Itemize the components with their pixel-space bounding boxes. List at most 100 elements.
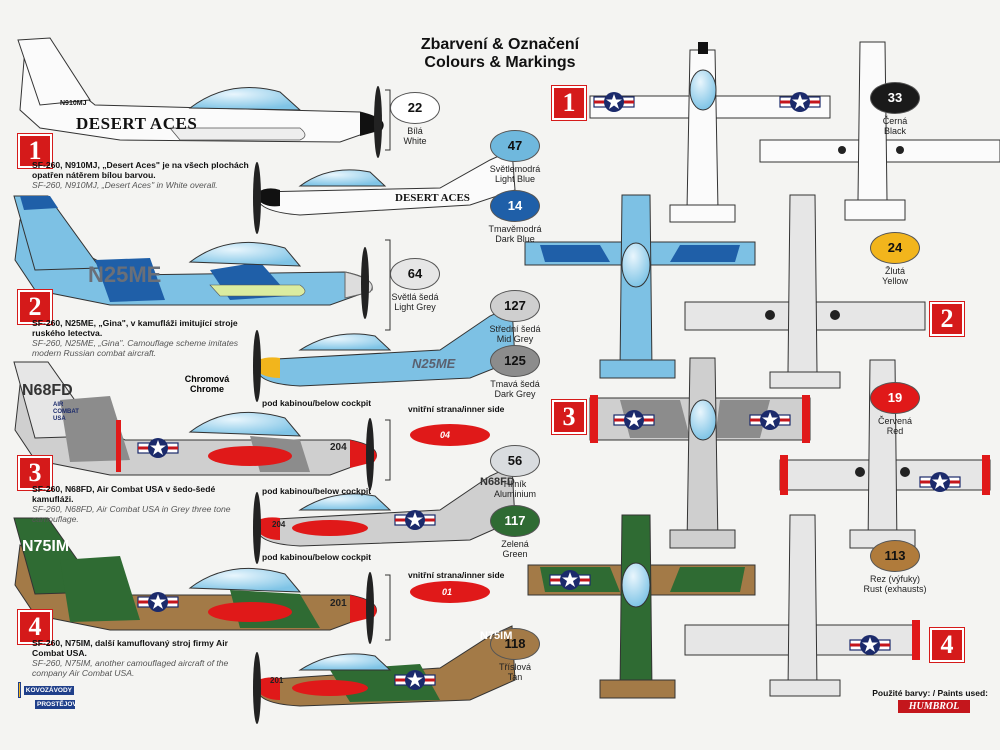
paint-chip: 22 [390, 92, 440, 124]
paints-used-label: Použité barvy: / Paints used: [872, 688, 988, 698]
nickname-desert-aces-small: DESERT ACES [395, 192, 470, 204]
paint-name-english: Light Grey [394, 302, 436, 312]
nickname-desert-aces: DESERT ACES [76, 114, 198, 133]
scheme-marker-2: 2 [17, 289, 53, 325]
registration-4: N75IM [22, 538, 70, 555]
paint-name-english: Aluminium [493, 489, 536, 499]
description-scheme-4: SF-260, N75IM, další kamuflovaný stroj f… [32, 638, 247, 678]
paint-chip: 113 [870, 540, 920, 572]
scheme-marker-top-1: 1 [551, 85, 587, 121]
description-english: SF-260, N75IM, another camouflaged aircr… [32, 658, 229, 678]
scheme-marker-4: 4 [17, 609, 53, 645]
paint-name-czech: Červená [877, 416, 913, 426]
company-name-line2: PROSTĚJOV [35, 700, 77, 709]
top-view-3 [589, 357, 811, 549]
registration-2-small: N25ME [412, 356, 456, 371]
scheme-marker-top-2: 2 [929, 301, 965, 337]
below-cockpit-label-3: pod kabinou/below cockpit [262, 398, 372, 408]
paint-chip: 118 [490, 628, 540, 660]
paint-name-czech: Světlá šedá [391, 292, 439, 302]
tank-label-3: 04 [440, 430, 451, 440]
paint-name-english: Rust (exhausts) [863, 584, 927, 594]
paint-name-czech: Střední šedá [489, 324, 541, 334]
top-view-1 [589, 42, 831, 223]
paint-name-english: Mid Grey [496, 334, 534, 344]
paint-name-english: Black [883, 126, 906, 136]
title-czech: Zbarvení & Označení [420, 36, 580, 53]
description-czech: SF-260, N25ME, „Gina", v kamufláži imitu… [32, 318, 238, 338]
marker-number: 4 [28, 612, 42, 641]
kovozavody-logo: KOVOZÁVODY PROSTĚJOV [18, 682, 77, 709]
paint-name-english: Green [502, 549, 528, 559]
paint-name-czech: Bílá [407, 126, 423, 136]
paint-chip: 127 [490, 290, 540, 322]
description-czech: SF-260, N68FD, Air Combat USA v šedo-šed… [32, 484, 216, 504]
paint-chip: 47 [490, 130, 540, 162]
description-english: SF-260, N25ME, „Gina". Camouflage scheme… [32, 338, 239, 358]
side-view-2 [13, 195, 373, 319]
side-view-4-small [253, 625, 516, 724]
tank-label-4: 01 [442, 587, 453, 597]
description-czech: SF-260, N75IM, další kamuflovaný stroj f… [32, 638, 228, 658]
description-english: SF-260, N68FD, Air Combat USA in Grey th… [32, 504, 231, 524]
paint-name-english: Dark Grey [494, 389, 536, 399]
marker-number: 2 [940, 304, 954, 333]
fuselage-number-4: 201 [330, 598, 347, 609]
side-view-1 [17, 37, 384, 158]
registration-2: N25ME [88, 262, 162, 287]
title-english: Colours & Markings [424, 54, 576, 71]
bottom-view-2 [684, 194, 926, 389]
paint-name-english: Red [886, 426, 904, 436]
paint-name-czech: Tmavá šedá [490, 379, 540, 389]
side-view-3 [13, 361, 377, 490]
marker-number: 3 [28, 458, 42, 487]
scheme-marker-1: 1 [17, 133, 53, 169]
paint-name-english: Light Blue [494, 174, 536, 184]
paint-name-czech: Hliník [503, 479, 527, 489]
side-view-4 [13, 517, 377, 644]
paint-chip: 33 [870, 82, 920, 114]
paint-name-czech: Tmavěmodrá [488, 224, 542, 234]
paint-name-czech: Zelená [501, 539, 529, 549]
chrome-label: Chromová Chrome [184, 374, 230, 394]
side-view-2-small [253, 305, 516, 402]
paint-name-english: Tan [507, 672, 523, 682]
paint-chip: 125 [490, 345, 540, 377]
tail-text-air-combat: AIR COMBAT USA [53, 402, 79, 422]
inner-side-label-4: vnitřní strana/inner side [408, 570, 505, 580]
below-cockpit-label-3b: pod kabinou/below cockpit [262, 486, 372, 496]
logo-mark-icon [18, 682, 21, 698]
paint-name-czech: Černá [882, 116, 908, 126]
marker-number: 4 [940, 630, 954, 659]
paint-chip: 117 [490, 505, 540, 537]
paint-chip: 19 [870, 382, 920, 414]
paint-chip: 64 [390, 258, 440, 290]
paint-name-czech: Rez (výfuky) [869, 574, 920, 584]
top-view-2 [524, 194, 756, 379]
paint-chip: 14 [490, 190, 540, 222]
paint-name-czech: Světlemodrá [489, 164, 541, 174]
paint-name-english: Dark Blue [495, 234, 535, 244]
registration-3-small: N68FD [480, 476, 515, 488]
marker-number: 1 [562, 88, 576, 117]
bottom-view-1 [759, 41, 1000, 221]
page-title: Zbarvení & Označení Colours & Markings [380, 36, 620, 72]
humbrol-logo: HUMBROL [898, 700, 970, 713]
company-name-line1: KOVOZÁVODY [23, 685, 74, 695]
description-scheme-1: SF-260, N910MJ, „Desert Aces" je na všec… [32, 160, 257, 190]
side-view-3-small [253, 465, 516, 564]
paint-name-czech: Tříslová [498, 662, 531, 672]
scheme-marker-top-4: 4 [929, 627, 965, 663]
paint-name-czech: Žlutá [884, 266, 905, 276]
